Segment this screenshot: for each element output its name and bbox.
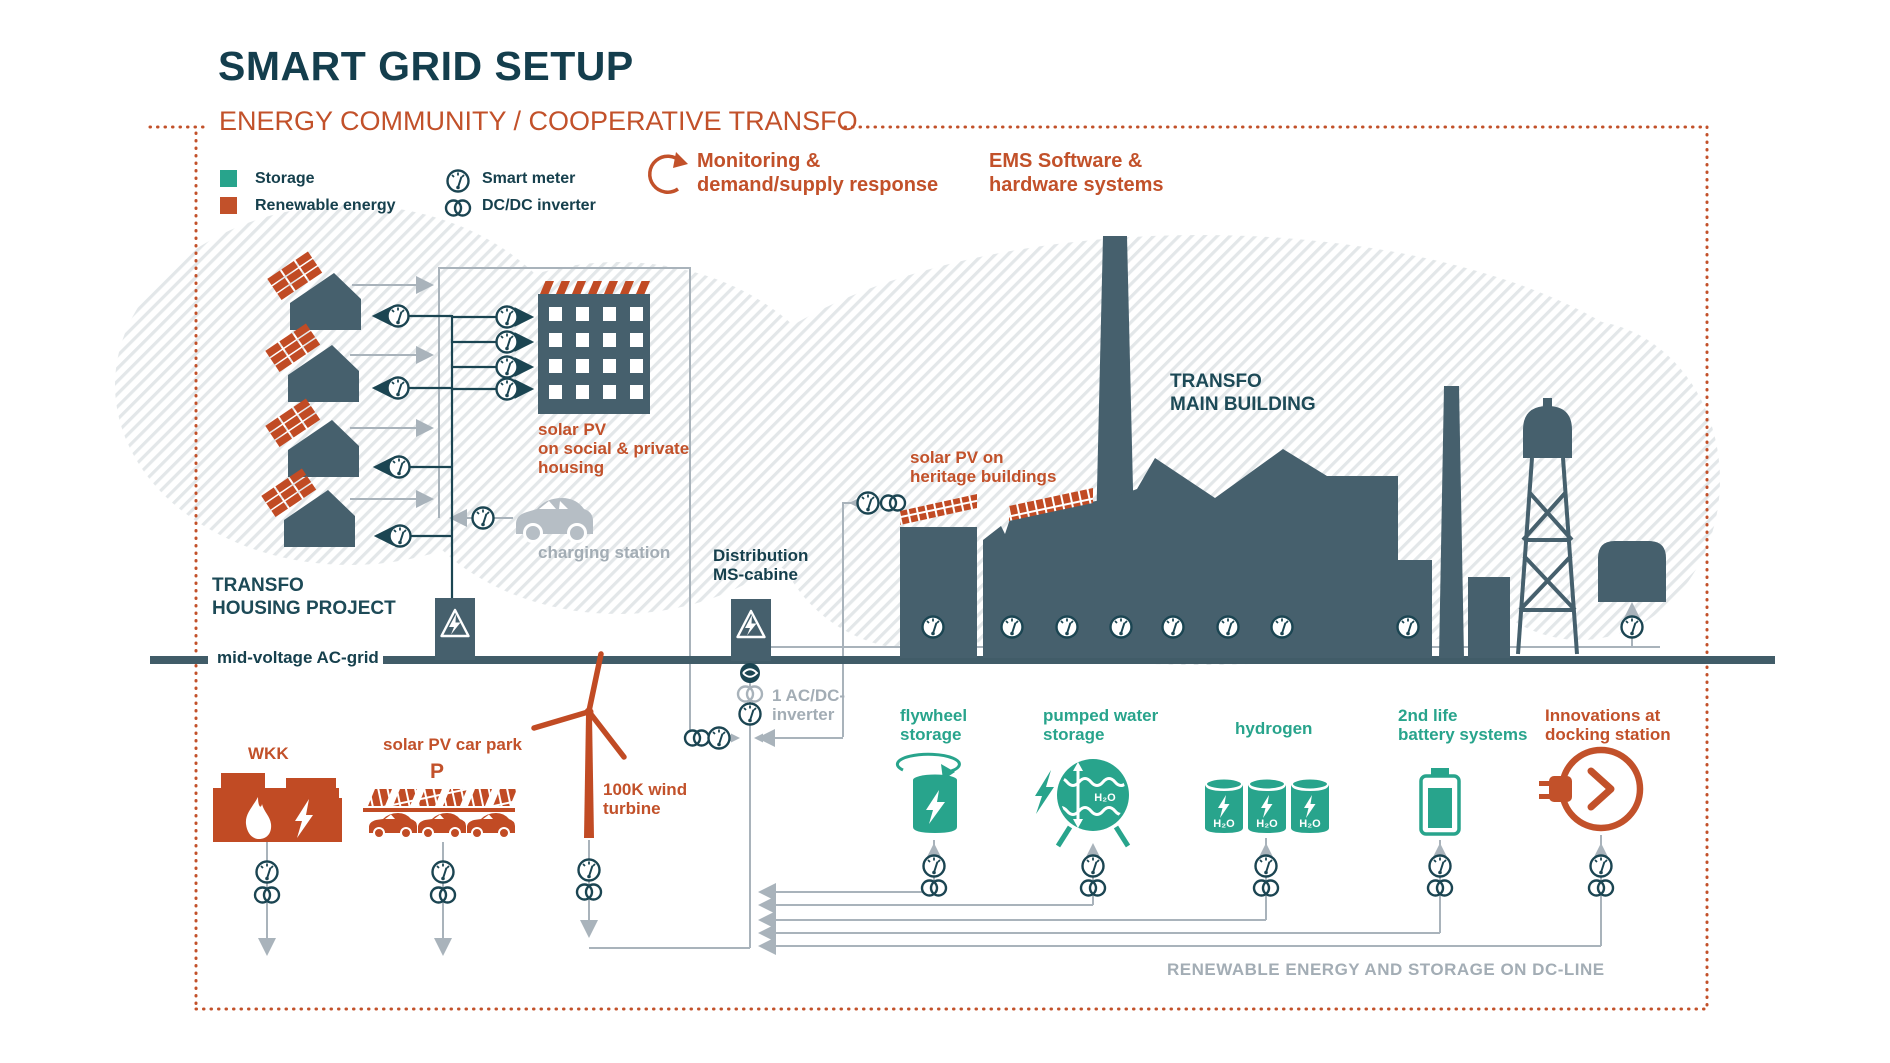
water-tower-lattice	[1516, 457, 1579, 655]
docking-station-icon	[1539, 746, 1644, 832]
legend-monitoring-label: Monitoring & demand/supply response	[697, 150, 939, 196]
pumped-label: pumped water storage	[1043, 706, 1159, 745]
page-subtitle: ENERGY COMMUNITY / COOPERATIVE TRANSFO	[219, 106, 858, 136]
smart-meter-legend-icon	[446, 169, 470, 193]
legend-smart-meter-label: Smart meter	[482, 170, 576, 187]
storage-swatch	[220, 170, 237, 187]
h2o-label: H₂O	[1299, 818, 1321, 830]
renewable-swatch	[220, 197, 237, 214]
heritage-solar-panels	[900, 488, 1093, 525]
legend-ems-label: EMS Software & hardware systems	[989, 150, 1164, 196]
distribution-cabine-icon	[729, 597, 773, 663]
wkk-label: WKK	[248, 744, 289, 763]
docking-label: Innovations at docking station	[1545, 706, 1671, 745]
dcdc-legend-icon	[444, 199, 472, 217]
battery-label: 2nd life battery systems	[1398, 706, 1528, 745]
car-park-p-label: P	[430, 760, 445, 783]
heritage-label: solar PV on heritage buildings	[910, 448, 1057, 487]
main-building-label: TRANSFO MAIN BUILDING	[1170, 371, 1316, 416]
dotted-border	[148, 125, 1709, 1011]
legend-storage-label: Storage	[255, 170, 315, 187]
h2o-label: H₂O	[1213, 818, 1235, 830]
flywheel-storage-icon	[895, 752, 961, 833]
wkk-generator-icon	[213, 773, 342, 842]
dc-junction-arrows	[731, 733, 763, 743]
h2o-label: H₂O	[1094, 792, 1116, 804]
hydrogen-label: hydrogen	[1235, 719, 1313, 738]
page-title: SMART GRID SETUP	[218, 43, 634, 89]
legend-icons	[220, 152, 688, 217]
solar-carport-icon	[363, 789, 517, 839]
h2o-label: H₂O	[1256, 818, 1278, 830]
wind-turbine-icon	[531, 651, 627, 838]
housing-transformer-icon	[433, 596, 477, 662]
housing-project-label: TRANSFO HOUSING PROJECT	[212, 575, 396, 620]
pumped-water-storage-icon	[1035, 759, 1131, 848]
charging-station-label: charging station	[538, 543, 671, 562]
ac-grid-line	[150, 656, 1775, 664]
legend-renewable-label: Renewable energy	[255, 197, 396, 214]
charging-station-car-icon	[516, 498, 593, 543]
car-park-label: solar PV car park	[383, 735, 522, 754]
solar-housing-label: solar PV on social & private housing	[538, 420, 690, 478]
ac-grid-label: mid-voltage AC-grid	[213, 648, 383, 668]
legend-dcdc-label: DC/DC inverter	[482, 197, 596, 214]
apartment-building	[538, 281, 650, 414]
ac-dc-inverter-label: 1 AC/DC- inverter	[772, 686, 846, 725]
battery-icon	[1419, 768, 1461, 836]
flywheel-label: flywheel storage	[900, 706, 968, 745]
wind-label: 100K wind turbine	[603, 780, 688, 819]
dc-line-label: RENEWABLE ENERGY AND STORAGE ON DC-LINE	[1167, 960, 1605, 979]
ac-dc-converter-icon	[740, 663, 760, 683]
monitoring-cycle-icon	[648, 152, 688, 194]
distribution-label: Distribution MS-cabine	[713, 546, 809, 585]
